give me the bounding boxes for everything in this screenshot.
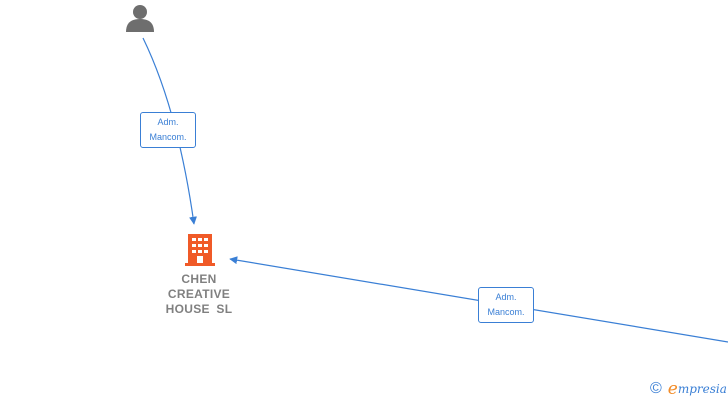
brand-initial: e — [667, 379, 678, 399]
building-icon[interactable] — [184, 232, 216, 268]
edge-label-top[interactable]: Adm. Mancom. — [140, 112, 196, 148]
person-icon[interactable] — [124, 2, 156, 34]
company-name[interactable]: CHEN CREATIVE HOUSE SL — [148, 272, 250, 317]
brand-watermark: © e mpresia — [650, 379, 727, 399]
edge-label-line: Adm. — [157, 117, 179, 127]
company-name-line: CHEN — [181, 272, 217, 286]
edge-label-line: Mancom. — [149, 132, 187, 142]
company-name-line: HOUSE SL — [165, 302, 233, 316]
brand-name: mpresia — [677, 382, 727, 396]
edge-label-line: Mancom. — [487, 307, 525, 317]
edge-label-bottom[interactable]: Adm. Mancom. — [478, 287, 534, 323]
company-name-line: CREATIVE — [167, 287, 231, 301]
edge-label-line: Adm. — [495, 292, 517, 302]
copyright-icon: © — [650, 380, 662, 397]
